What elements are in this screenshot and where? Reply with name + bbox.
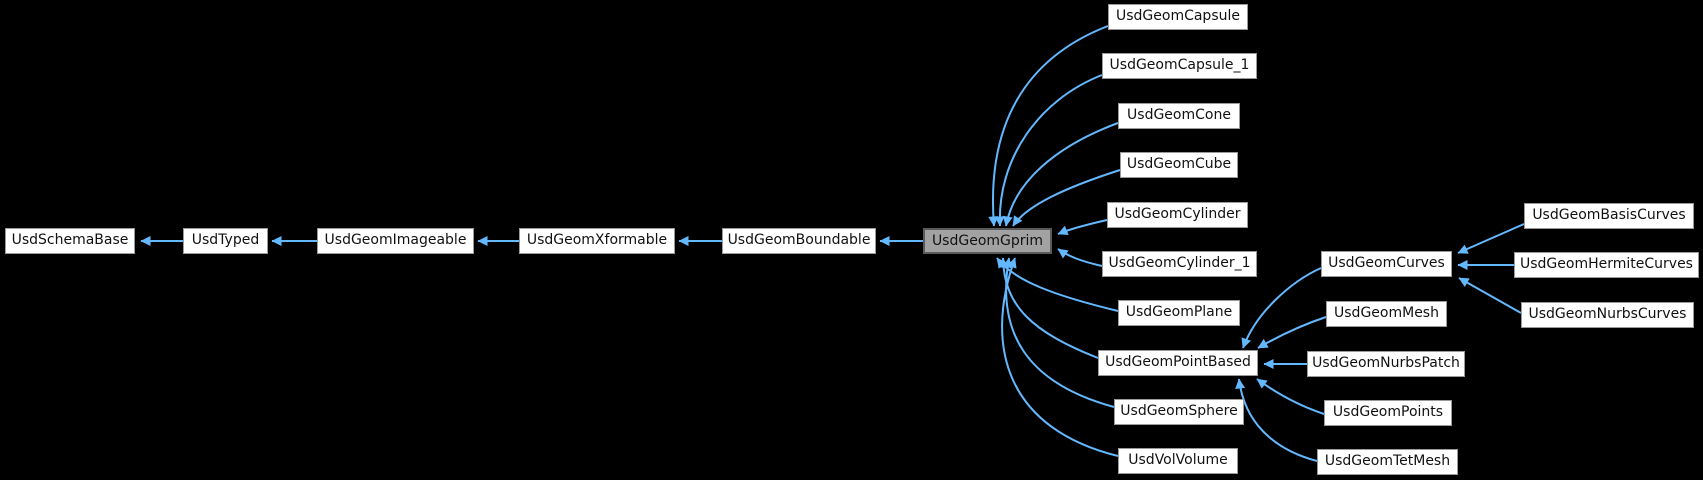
edge-usdgeomcube-to-usdgeomgprim	[1012, 169, 1121, 227]
node-usdgeomcone[interactable]: UsdGeomCone	[1118, 103, 1240, 129]
node-usdvolvolume[interactable]: UsdVolVolume	[1118, 448, 1238, 474]
edge-usdgeombasiscurves-to-usdgeomcurves	[1457, 223, 1525, 254]
edge-usdgeomcapsule-to-usdgeomgprim	[988, 25, 1109, 227]
node-usdgeomgprim: UsdGeomGprim	[923, 228, 1052, 254]
edge-usdgeomtetmesh-to-usdgeompointbased	[1235, 378, 1318, 462]
node-usdschemabase[interactable]: UsdSchemaBase	[5, 228, 135, 254]
node-usdgeommesh[interactable]: UsdGeomMesh	[1326, 301, 1447, 327]
edge-usdgeompoints-to-usdgeompointbased	[1256, 378, 1325, 415]
edge-usdgeomcylinder_1-to-usdgeomgprim	[1057, 248, 1103, 267]
node-usdgeombasiscurves[interactable]: UsdGeomBasisCurves	[1524, 203, 1694, 229]
node-usdgeomcapsule[interactable]: UsdGeomCapsule	[1108, 4, 1248, 30]
edge-usdgeomcone-to-usdgeomgprim	[1002, 122, 1119, 227]
node-usdgeomhermitecurves[interactable]: UsdGeomHermiteCurves	[1514, 252, 1699, 278]
node-usdgeomplane[interactable]: UsdGeomPlane	[1118, 300, 1240, 326]
node-usdgeompointbased[interactable]: UsdGeomPointBased	[1098, 350, 1258, 376]
node-usdgeomboundable[interactable]: UsdGeomBoundable	[722, 228, 876, 254]
node-usdgeomcube[interactable]: UsdGeomCube	[1120, 152, 1238, 178]
edge-usdgeommesh-to-usdgeompointbased	[1257, 316, 1327, 349]
node-usdgeomtetmesh[interactable]: UsdGeomTetMesh	[1317, 449, 1458, 475]
node-usdgeomnurbspatch[interactable]: UsdGeomNurbsPatch	[1307, 351, 1465, 377]
node-usdgeomcylinder_1[interactable]: UsdGeomCylinder_1	[1102, 251, 1257, 277]
node-usdgeompoints[interactable]: UsdGeomPoints	[1324, 400, 1452, 426]
node-usdgeomnurbscurves[interactable]: UsdGeomNurbsCurves	[1521, 302, 1694, 328]
node-usdgeomxformable[interactable]: UsdGeomXformable	[519, 228, 675, 254]
edge-usdgeomcylinder-to-usdgeomgprim	[1057, 219, 1108, 235]
node-usdgeomcurves[interactable]: UsdGeomCurves	[1321, 251, 1452, 277]
node-usdtyped[interactable]: UsdTyped	[183, 228, 268, 254]
edge-usdgeompointbased-to-usdgeomgprim	[998, 257, 1099, 359]
edge-usdgeomcurves-to-usdgeompointbased	[1241, 267, 1322, 349]
node-usdgeomsphere[interactable]: UsdGeomSphere	[1114, 399, 1244, 425]
node-usdgeomimageable[interactable]: UsdGeomImageable	[317, 228, 474, 254]
edge-usdgeomnurbscurves-to-usdgeomcurves	[1458, 277, 1522, 314]
edge-usdgeomcapsule_1-to-usdgeomgprim	[994, 74, 1103, 227]
node-usdgeomcylinder[interactable]: UsdGeomCylinder	[1107, 202, 1248, 228]
edge-usdvolvolume-to-usdgeomgprim	[1001, 257, 1119, 457]
node-usdgeomcapsule_1[interactable]: UsdGeomCapsule_1	[1102, 53, 1257, 79]
edge-usdgeomsphere-to-usdgeomgprim	[1002, 257, 1115, 408]
